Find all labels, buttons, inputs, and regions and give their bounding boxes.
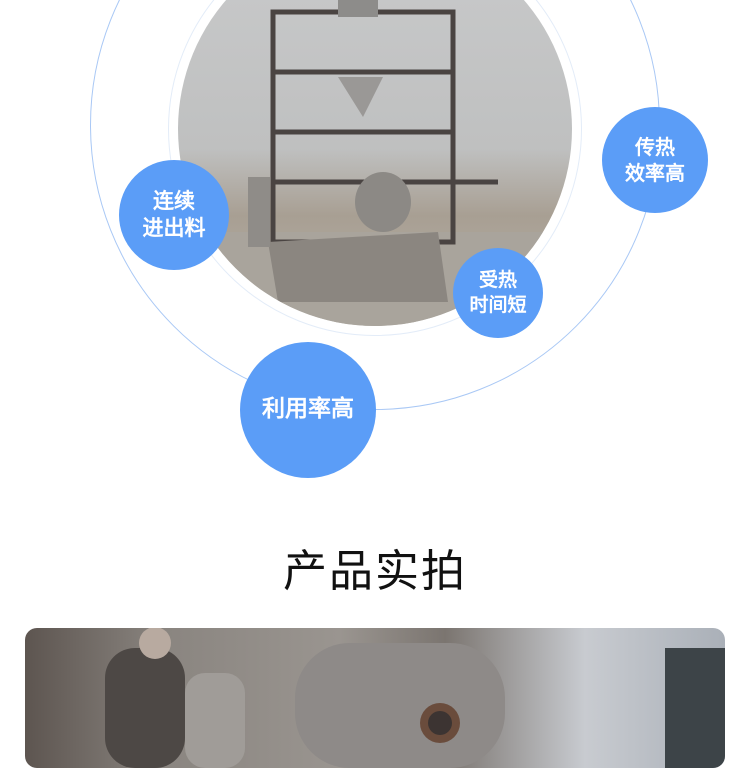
feature-text: 连续 bbox=[153, 188, 195, 213]
product-photo bbox=[25, 628, 725, 768]
feature-bubble-utilization: 利用率高 bbox=[240, 342, 376, 478]
feature-text: 效率高 bbox=[625, 161, 685, 185]
feature-bubble-heating-time: 受热 时间短 bbox=[453, 248, 543, 338]
scrap-equipment-illustration bbox=[105, 628, 725, 768]
feature-bubble-heat-transfer: 传热 效率高 bbox=[602, 107, 708, 213]
feature-text: 受热 bbox=[478, 269, 517, 292]
feature-bubble-continuous-feed: 连续 进出料 bbox=[119, 160, 229, 270]
feature-text: 传热 bbox=[635, 135, 675, 159]
feature-text: 时间短 bbox=[469, 294, 527, 316]
section-title: 产品实拍 bbox=[283, 546, 467, 597]
equipment-photo bbox=[178, 0, 572, 326]
feature-text: 进出料 bbox=[142, 216, 206, 240]
feature-text: 利用率高 bbox=[262, 396, 354, 423]
